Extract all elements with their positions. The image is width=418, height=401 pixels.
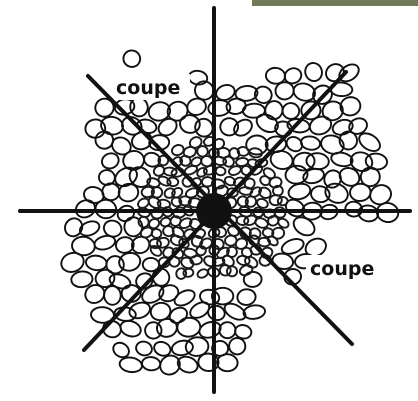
upper-left-cut-label: coupe — [116, 77, 180, 99]
corner-photo-strip — [252, 0, 418, 6]
lower-right-cut-label: coupe — [310, 258, 374, 280]
center-point — [196, 193, 232, 229]
